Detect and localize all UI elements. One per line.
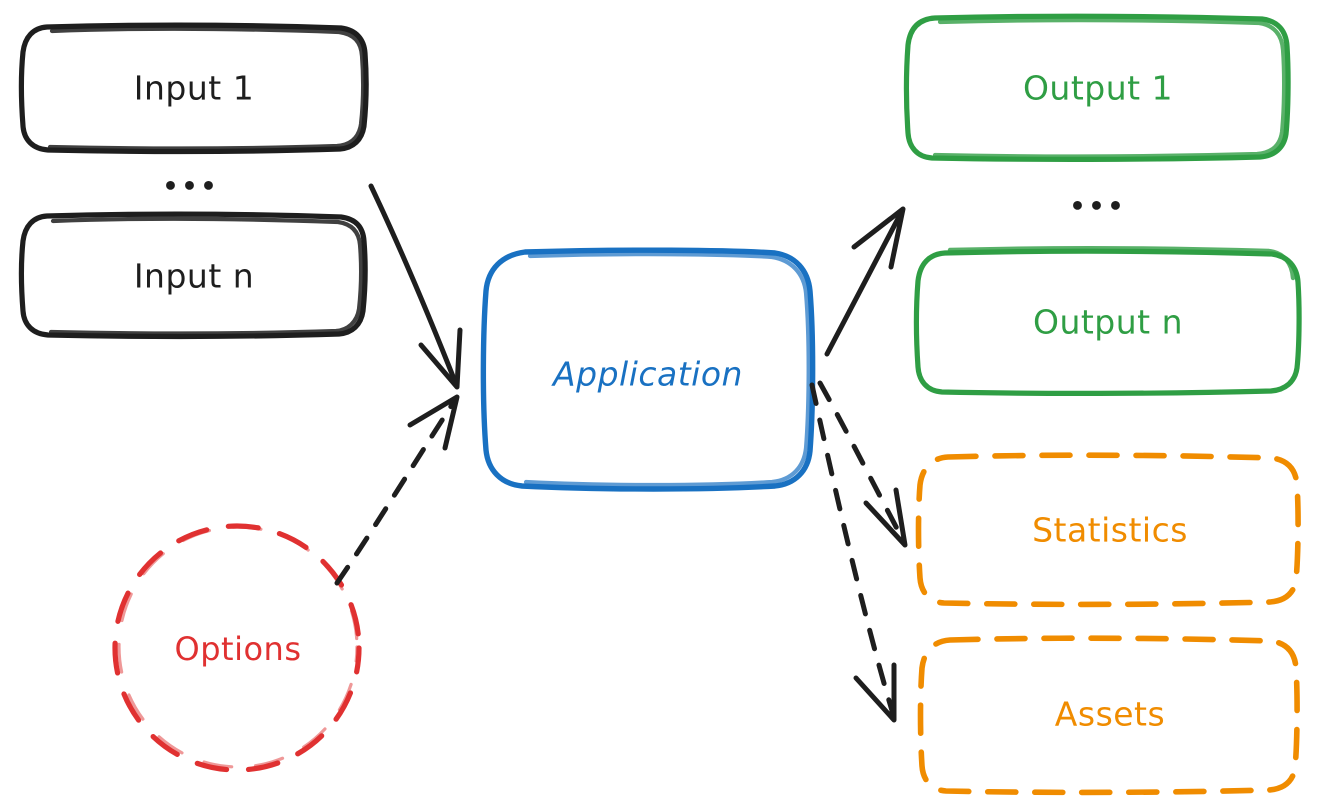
statistics-outline bbox=[915, 452, 1301, 608]
node-output-n[interactable] bbox=[913, 245, 1302, 396]
input-n-outline bbox=[18, 211, 368, 339]
application-outline-overstroke bbox=[523, 252, 811, 488]
edge-application-to-assets bbox=[809, 382, 897, 723]
application-to-assets-line bbox=[809, 382, 896, 717]
output-1-outline bbox=[903, 13, 1291, 162]
input-1-outline bbox=[18, 22, 369, 154]
output-1-outline-overstroke bbox=[932, 18, 1287, 159]
edge-application-to-statistics bbox=[817, 380, 908, 548]
input-n-outline-overstroke bbox=[48, 216, 364, 336]
assets-outline bbox=[917, 635, 1300, 796]
application-to-outputs-line bbox=[824, 208, 905, 357]
options-to-application-line bbox=[334, 397, 458, 586]
application-to-statistics-arrowhead bbox=[863, 487, 908, 548]
options-to-application-arrowhead bbox=[407, 394, 460, 451]
edge-inputs-to-application bbox=[368, 183, 463, 390]
inputs-to-application-line bbox=[368, 183, 459, 387]
node-assets[interactable] bbox=[917, 635, 1300, 796]
edge-options-to-application bbox=[334, 394, 460, 586]
node-application[interactable] bbox=[480, 247, 816, 492]
node-options[interactable] bbox=[112, 523, 362, 773]
options-outline-overstroke bbox=[117, 525, 359, 769]
output-n-outline-overstroke bbox=[947, 245, 1296, 281]
inputs-to-application-arrowhead bbox=[418, 327, 463, 390]
edge-application-to-outputs bbox=[824, 206, 906, 357]
application-to-statistics-line bbox=[817, 380, 906, 543]
node-input-n[interactable] bbox=[18, 211, 368, 339]
node-statistics[interactable] bbox=[915, 452, 1301, 608]
node-input-1[interactable] bbox=[18, 22, 369, 154]
node-output-1[interactable] bbox=[903, 13, 1291, 162]
application-outline bbox=[480, 247, 816, 492]
application-to-outputs-arrowhead bbox=[851, 206, 906, 270]
application-to-assets-arrowhead bbox=[853, 662, 897, 723]
output-n-outline bbox=[913, 248, 1302, 396]
input-1-outline-overstroke bbox=[47, 26, 366, 151]
